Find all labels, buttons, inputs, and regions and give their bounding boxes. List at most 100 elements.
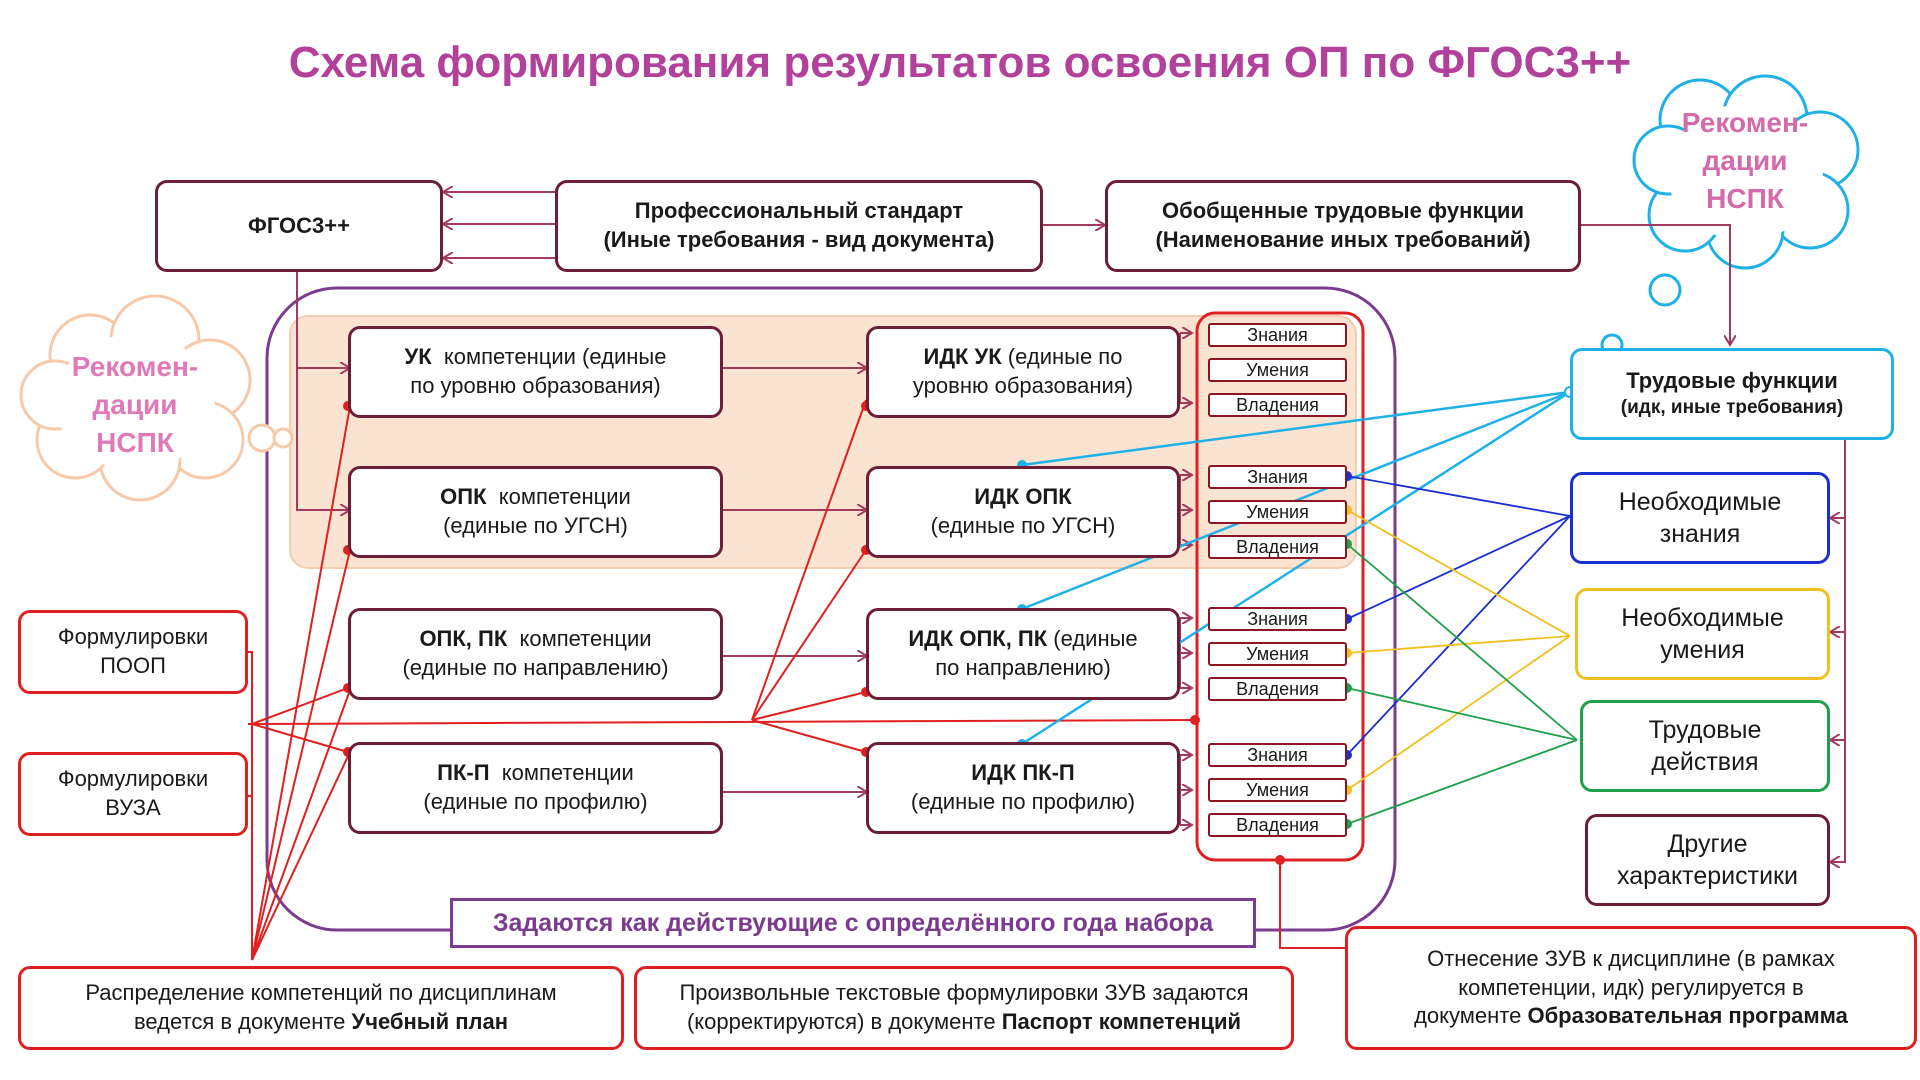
- vuz-line: Формулировки: [57, 766, 209, 792]
- zuv-item: Знания: [1208, 607, 1347, 631]
- skills-line: Необходимые: [1621, 603, 1784, 632]
- indicator-box: ИДК ОПК (единые по УГСН): [866, 466, 1180, 558]
- knowledge-line: знания: [1659, 520, 1741, 548]
- zuv-item: Умения: [1208, 642, 1347, 666]
- zuv-item: Умения: [1208, 778, 1347, 802]
- zuv-item: Владения: [1208, 677, 1347, 701]
- general-functions-box: Обобщенные трудовые функции (Наименовани…: [1105, 180, 1581, 272]
- indicator-text-part: ИДК УК: [923, 344, 1002, 370]
- green-lines: [1346, 543, 1578, 825]
- indicator-line2: (единые по профилю): [910, 789, 1136, 814]
- program-note-line3: документе Образовательная программа: [1414, 1002, 1848, 1031]
- labor-functions-title: Трудовые функции: [1626, 368, 1838, 394]
- indicator-line1: ИДК ПК-П: [971, 759, 1074, 788]
- passport-note-line2: (корректируются) в документе Паспорт ком…: [687, 1008, 1241, 1037]
- fgos-box: ФГОС3++: [155, 180, 443, 272]
- competency-line1: ОПК, ПК компетенции: [419, 625, 651, 654]
- indicator-text-part: (единые: [1047, 626, 1138, 652]
- zuv-item: Владения: [1208, 535, 1347, 559]
- program-note-prefix: документе: [1414, 1003, 1528, 1029]
- other-box: Другие характеристики: [1585, 814, 1830, 906]
- other-line: характеристики: [1617, 862, 1798, 890]
- vuz-line: ВУЗА: [105, 795, 161, 820]
- prof-standard-line: (Иные требования - вид документа): [603, 227, 995, 252]
- competency-line1: ОПК компетенции: [440, 483, 631, 512]
- plan-note-doc: Учебный план: [351, 1009, 509, 1034]
- competency-text-part: ПК-П: [437, 760, 490, 786]
- blue-lines: [1346, 475, 1571, 756]
- cloud-left-line: Рекомен-: [71, 351, 199, 382]
- actions-line: Трудовые: [1648, 715, 1762, 744]
- cloud-top-right: [1600, 74, 1860, 357]
- year-label-box: Задаются как действующие с определённого…: [450, 898, 1256, 948]
- red-fan-lines: [248, 399, 1345, 961]
- passport-note-line1: Произвольные текстовые формулировки ЗУВ …: [679, 980, 1249, 1006]
- zuv-item: Умения: [1208, 358, 1347, 382]
- competency-text-part: компетенции (единые: [431, 344, 667, 370]
- zuv-item: Умения: [1208, 500, 1347, 524]
- program-note-box: Отнесение ЗУВ к дисциплине (в рамках ком…: [1345, 926, 1917, 1050]
- indicator-text-part: ИДК ОПК: [974, 484, 1072, 510]
- indicator-line2: (единые по УГСН): [930, 513, 1116, 538]
- program-note-line1: Отнесение ЗУВ к дисциплине (в рамках: [1427, 946, 1835, 972]
- competency-text-part: компетенции: [486, 484, 631, 510]
- zuv-item: Владения: [1208, 393, 1347, 417]
- actions-box: Трудовые действия: [1580, 700, 1830, 792]
- zuv-item: Знания: [1208, 323, 1347, 347]
- zuv-item: Владения: [1208, 813, 1347, 837]
- knowledge-box: Необходимые знания: [1570, 472, 1830, 564]
- indicator-text-part: ИДК ПК-П: [971, 760, 1075, 786]
- passport-note-box: Произвольные текстовые формулировки ЗУВ …: [634, 966, 1294, 1050]
- indicator-line1: ИДК ОПК: [974, 483, 1071, 512]
- competency-line1: ПК-П компетенции: [437, 759, 634, 788]
- actions-line: действия: [1651, 748, 1759, 776]
- labor-functions-box: Трудовые функции (идк, иные требования): [1570, 348, 1894, 440]
- cloud-top-right-text: Рекомен- дации НСПК: [1670, 104, 1820, 217]
- cloud-top-right-line: НСПК: [1706, 182, 1784, 214]
- skills-line: умения: [1660, 636, 1745, 664]
- competency-line2: (единые по профилю): [423, 789, 648, 814]
- competency-box: ОПК, ПК компетенции(единые по направлени…: [348, 608, 723, 700]
- program-note-doc: Образовательная программа: [1527, 1003, 1848, 1029]
- competency-line2: (единые по направлению): [402, 655, 669, 680]
- indicator-text-part: (единые по: [1001, 344, 1123, 370]
- passport-note-prefix: (корректируются) в документе: [686, 1009, 1002, 1034]
- indicator-box: ИДК ПК-П (единые по профилю): [866, 742, 1180, 834]
- competency-text-part: ОПК, ПК: [419, 626, 508, 652]
- competency-box: ПК-П компетенции(единые по профилю): [348, 742, 723, 834]
- cloud-top-right-line: дации: [1702, 144, 1788, 176]
- knowledge-line: Необходимые: [1618, 487, 1782, 516]
- poop-line: Формулировки: [57, 624, 209, 650]
- labor-functions-subtitle: (идк, иные требования): [1620, 396, 1844, 418]
- diagram-title: Схема формирования результатов освоения …: [288, 38, 1632, 87]
- competency-line1: УК компетенции (единые: [405, 343, 667, 372]
- competency-line2: по уровню образования): [410, 373, 661, 398]
- indicator-line2: уровню образования): [912, 373, 1134, 398]
- vuz-box: Формулировки ВУЗА: [18, 752, 248, 836]
- cloud-top-right-line: Рекомен-: [1681, 107, 1809, 138]
- cloud-left-line: НСПК: [96, 426, 174, 458]
- zuv-item: Знания: [1208, 465, 1347, 489]
- poop-line: ПООП: [100, 653, 166, 678]
- skills-box: Необходимые умения: [1575, 588, 1830, 680]
- general-functions-line: Обобщенные трудовые функции: [1162, 198, 1524, 224]
- competency-text-part: УК: [404, 344, 432, 370]
- passport-note-doc: Паспорт компетенций: [1001, 1009, 1242, 1034]
- fgos-label: ФГОС3++: [248, 212, 350, 238]
- prof-standard-line: Профессиональный стандарт: [634, 198, 964, 224]
- other-line: Другие: [1667, 829, 1748, 858]
- indicator-line1: ИДК УК (единые по: [924, 343, 1123, 372]
- cloud-left-text: Рекомен- дации НСПК: [60, 348, 210, 461]
- cloud-left-line: дации: [92, 388, 178, 420]
- plan-note-box: Распределение компетенций по дисциплинам…: [18, 966, 624, 1050]
- general-functions-line: (Наименование иных требований): [1155, 227, 1531, 252]
- plan-note-line2: ведется в документе Учебный план: [134, 1008, 508, 1037]
- plan-note-prefix: ведется в документе: [133, 1009, 352, 1034]
- indicator-line1: ИДК ОПК, ПК (единые: [908, 625, 1137, 654]
- indicator-text-part: ИДК ОПК, ПК: [908, 626, 1048, 652]
- indicator-line2: по направлению): [935, 655, 1111, 680]
- zuv-item: Знания: [1208, 743, 1347, 767]
